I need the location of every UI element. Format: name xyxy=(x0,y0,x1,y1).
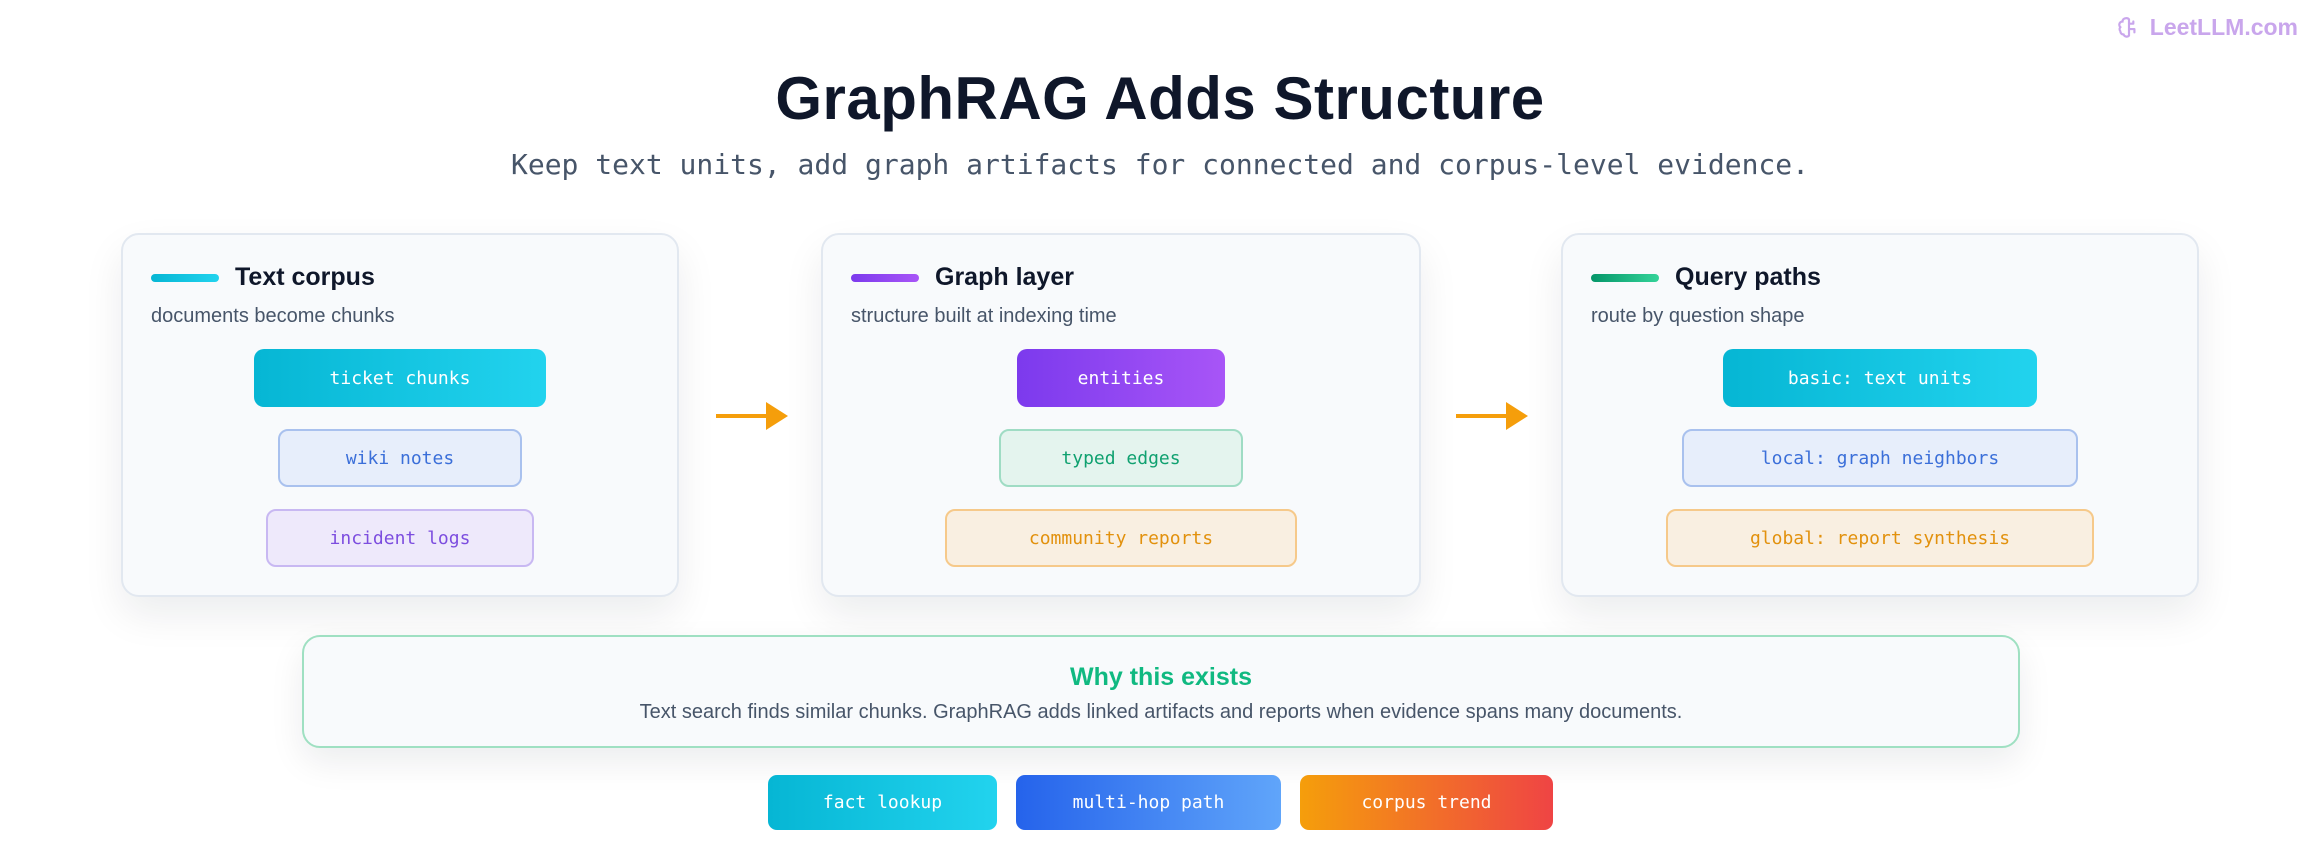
arrow-right-icon xyxy=(1456,402,1528,430)
brand-logo[interactable]: LeetLLM.com xyxy=(2116,14,2298,41)
card-accent-bar xyxy=(1591,273,1659,282)
card-title: Graph layer xyxy=(935,263,1074,291)
chip-community-reports: community reports xyxy=(945,509,1297,567)
card-subtitle: documents become chunks xyxy=(151,305,395,327)
page-title: GraphRAG Adds Structure xyxy=(775,65,1545,132)
query-paths-card: Query paths route by question shape basi… xyxy=(1561,233,2199,597)
chip-incident-logs: incident logs xyxy=(266,509,534,567)
chip-entities: entities xyxy=(1017,349,1225,407)
pill-fact-lookup: fact lookup xyxy=(768,775,997,830)
chip-basic-text-units: basic: text units xyxy=(1723,349,2037,407)
chip-global-report-synthesis: global: report synthesis xyxy=(1666,509,2094,567)
card-accent-bar xyxy=(151,273,219,282)
card-subtitle: route by question shape xyxy=(1591,305,1805,327)
text-corpus-card: Text corpus documents become chunks tick… xyxy=(121,233,679,597)
why-text: Text search finds similar chunks. GraphR… xyxy=(639,701,1683,723)
card-accent-bar xyxy=(851,273,919,282)
card-title: Text corpus xyxy=(235,263,375,291)
chip-typed-edges: typed edges xyxy=(999,429,1243,487)
chip-ticket-chunks: ticket chunks xyxy=(254,349,546,407)
card-title: Query paths xyxy=(1675,263,1821,291)
pill-multi-hop-path: multi-hop path xyxy=(1016,775,1281,830)
graph-layer-card: Graph layer structure built at indexing … xyxy=(821,233,1421,597)
brand-text: LeetLLM.com xyxy=(2149,14,2298,40)
pill-corpus-trend: corpus trend xyxy=(1300,775,1553,830)
arrow-right-icon xyxy=(716,402,788,430)
card-subtitle: structure built at indexing time xyxy=(851,305,1117,327)
brain-icon xyxy=(2117,16,2136,38)
why-this-exists-panel: Why this exists Text search finds simila… xyxy=(302,635,2020,748)
chip-local-graph-neighbors: local: graph neighbors xyxy=(1682,429,2078,487)
page-subtitle: Keep text units, add graph artifacts for… xyxy=(510,148,1810,181)
why-title: Why this exists xyxy=(1070,663,1252,691)
chip-wiki-notes: wiki notes xyxy=(278,429,522,487)
